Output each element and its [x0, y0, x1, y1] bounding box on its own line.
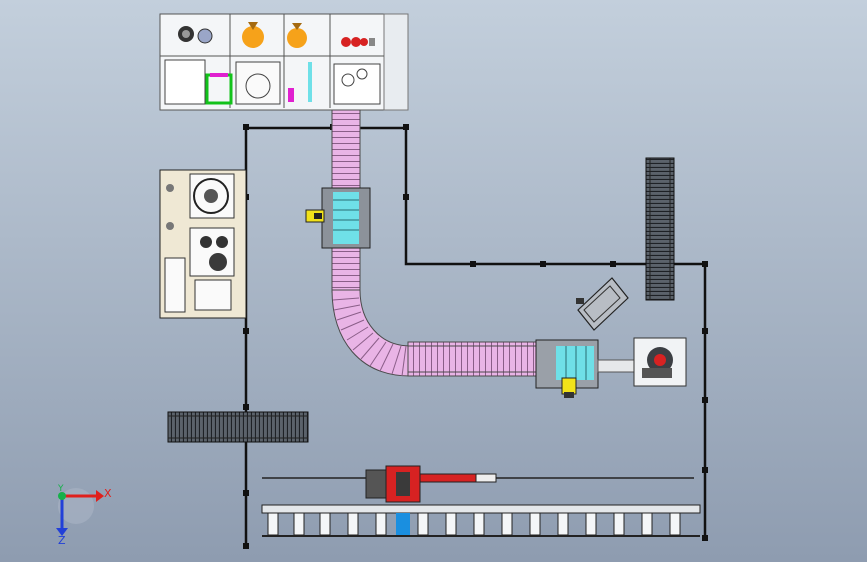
lower-inspection-station[interactable] — [535, 339, 635, 398]
red-actuator — [341, 37, 375, 47]
x-axis-label: X — [104, 487, 112, 500]
upper-inspection-station[interactable] — [305, 187, 371, 249]
orange-vessel — [242, 22, 264, 48]
dark-conveyor-left[interactable] — [167, 411, 309, 443]
tilted-tray[interactable] — [576, 277, 629, 331]
yellow-sensor — [561, 377, 577, 395]
gantry-carriage[interactable] — [365, 465, 497, 503]
dark-conveyor-right[interactable] — [645, 157, 675, 301]
turntable-box — [235, 61, 281, 105]
z-axis-label: Z — [58, 534, 66, 547]
panel-box — [164, 59, 206, 105]
cyan-guard — [308, 62, 312, 102]
gear-icon — [178, 26, 213, 44]
coordinate-triad: X Y Z — [56, 484, 112, 547]
blue-carriage — [396, 513, 410, 535]
y-axis-dot — [58, 492, 66, 500]
robot-cell[interactable] — [633, 337, 687, 387]
orange-vessel — [287, 23, 307, 48]
control-cabinet[interactable] — [159, 169, 247, 319]
pink-conveyor-curve[interactable] — [331, 289, 411, 377]
pink-conveyor-vertical[interactable] — [331, 109, 361, 293]
gantry-rail[interactable] — [261, 477, 701, 537]
pink-conveyor-horizontal[interactable] — [407, 341, 539, 377]
magenta-bar — [210, 73, 228, 77]
top-machine-group[interactable] — [159, 13, 409, 111]
y-axis-label: Y — [57, 484, 64, 494]
turntable — [193, 178, 229, 214]
